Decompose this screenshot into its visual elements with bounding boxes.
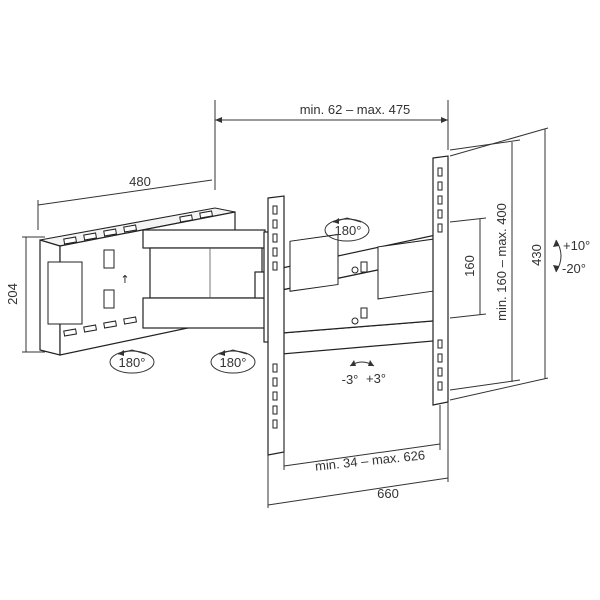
level-minus-label: -3° <box>342 372 359 387</box>
wall-height-label: 204 <box>5 283 20 305</box>
extension-label: min. 62 – max. 475 <box>300 102 411 117</box>
vesa-horizontal-dimension: min. 34 – max. 626 <box>283 405 441 474</box>
wall-width-label: 480 <box>129 174 151 189</box>
vesa-vertical-dimension: min. 160 – max. 400 <box>449 139 521 391</box>
tilt-indicator: +10° -20° <box>553 238 590 276</box>
tilt-up-label: +10° <box>563 238 590 253</box>
left-tv-rail <box>267 195 285 456</box>
right-tv-rail <box>432 155 449 406</box>
vesa-horizontal-label: min. 34 – max. 626 <box>314 447 426 473</box>
leveling-indicator: -3° +3° <box>342 360 386 387</box>
tv-width-dimension: 660 <box>267 402 449 508</box>
tv-width-label: 660 <box>377 486 399 501</box>
swivel-left-indicator: 180° <box>109 349 155 374</box>
tv-height-label: 430 <box>529 244 544 266</box>
tilt-down-label: -20° <box>562 261 586 276</box>
vesa-crossbar <box>281 232 446 355</box>
swivel-mid-indicator: 180° <box>210 349 256 374</box>
wall-width-dimension: 480 <box>37 174 213 230</box>
up-arrow-icon: ↑ <box>120 273 129 286</box>
tv-height-dimension: 430 <box>449 127 549 401</box>
swivel-top-label: 180° <box>335 223 362 238</box>
swivel-left-label: 180° <box>119 355 146 370</box>
center-height-dimension: 160 <box>449 217 487 319</box>
swivel-top-indicator: 180° <box>324 217 370 242</box>
center-height-label: 160 <box>462 255 477 277</box>
extension-dimension: min. 62 – max. 475 <box>214 100 449 190</box>
swivel-mid-label: 180° <box>220 355 247 370</box>
vesa-vertical-label: min. 160 – max. 400 <box>494 203 509 321</box>
wall-plate-slots <box>63 210 214 337</box>
articulating-arm <box>142 229 279 343</box>
level-plus-label: +3° <box>366 371 386 386</box>
wall-height-dimension: 204 <box>5 236 45 353</box>
